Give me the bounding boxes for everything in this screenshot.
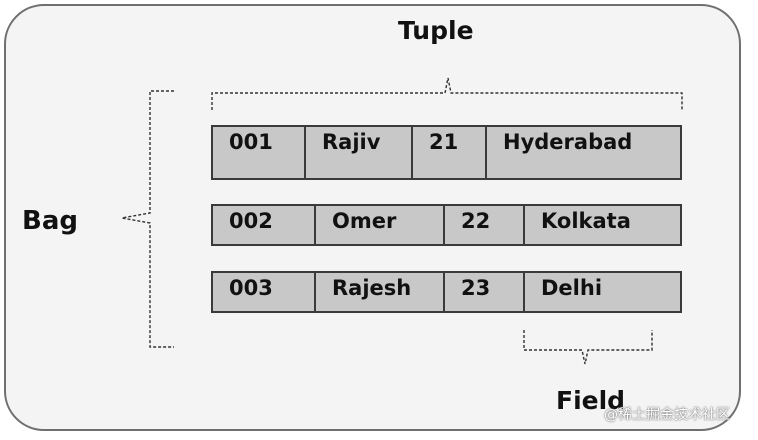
bag-bracket — [121, 90, 174, 348]
tuple-row-3: 003 Rajesh 23 Delhi — [211, 271, 682, 313]
field-cell: Kolkata — [541, 209, 631, 233]
watermark: @稀土掘金技术社区 — [604, 407, 730, 423]
field-cell: Delhi — [541, 276, 603, 300]
field-cell: 003 — [213, 273, 316, 311]
tuple-label: Tuple — [398, 16, 474, 45]
tuple-row-2: 002 Omer 22 Kolkata — [211, 204, 682, 246]
field-label: Field — [556, 386, 626, 415]
field-cell: Omer — [316, 206, 445, 244]
tuple-row-1: 001 Rajiv 21 Hyderabad — [211, 125, 682, 180]
field-bracket — [523, 330, 653, 365]
field-cell: Rajesh — [316, 273, 445, 311]
field-cell: Rajiv — [306, 127, 413, 178]
tuple-bracket — [211, 77, 683, 110]
field-cell: 21 — [413, 127, 487, 178]
field-cell: 22 — [445, 206, 525, 244]
field-cell: 23 — [445, 273, 525, 311]
field-cell: Hyderabad — [503, 130, 633, 154]
bag-label: Bag — [22, 206, 78, 236]
field-cell: 001 — [213, 127, 306, 178]
field-cell: 002 — [213, 206, 316, 244]
